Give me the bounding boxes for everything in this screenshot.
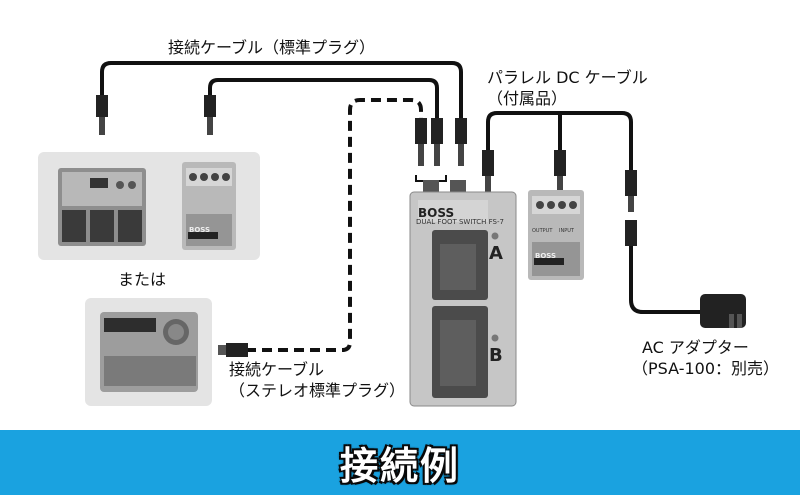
label-stereo-cable-2: （ステレオ標準プラグ）: [229, 381, 406, 400]
adapter-cable: [629, 245, 700, 314]
dc-branch-outer: [486, 111, 633, 170]
diagram-graphics: [38, 61, 746, 407]
label-dc-cable-1: パラレル DC ケーブル: [487, 68, 648, 87]
fs7-body: [409, 180, 517, 407]
pedal-right-brand: BOSS: [535, 252, 557, 260]
pedal-right-input: INPUT: [559, 228, 574, 234]
fs7-model: DUAL FOOT SWITCH FS-7: [416, 218, 504, 226]
fs7-brand: BOSS: [418, 206, 455, 220]
cable-top-inner: [208, 78, 439, 118]
label-stereo-cable-1: 接続ケーブル: [229, 360, 325, 379]
compact-pedal-right: [528, 190, 584, 280]
footer-title: 接続例: [339, 444, 460, 488]
stereo-cable: [246, 98, 423, 352]
label-adapter-1: AC アダプター: [642, 338, 749, 357]
pedal-left-brand: BOSS: [189, 226, 211, 234]
label-top-cable: 接続ケーブル（標準プラグ）: [168, 38, 376, 57]
switch-a-label: A: [489, 243, 503, 264]
label-adapter-2: （PSA-100：別売）: [632, 359, 780, 378]
multi-effects-unit: [58, 168, 146, 246]
footer-banner: 接続例: [0, 430, 800, 495]
cable-top-outer: [100, 61, 463, 118]
label-or: または: [118, 270, 167, 289]
compact-pedal-left: [182, 162, 236, 250]
standard-cables: [100, 61, 463, 118]
plug-fs7-1: [415, 118, 467, 166]
plug-effects-1: [96, 95, 108, 135]
switch-b-label: B: [489, 345, 503, 366]
pedal-right-output: OUTPUT: [532, 228, 553, 234]
dc-cable: [486, 111, 700, 314]
plug-effects-2: [204, 95, 216, 135]
rhythm-machine: [100, 312, 198, 392]
label-dc-cable-2: （付属品）: [487, 89, 568, 108]
ac-adapter: [700, 294, 746, 328]
